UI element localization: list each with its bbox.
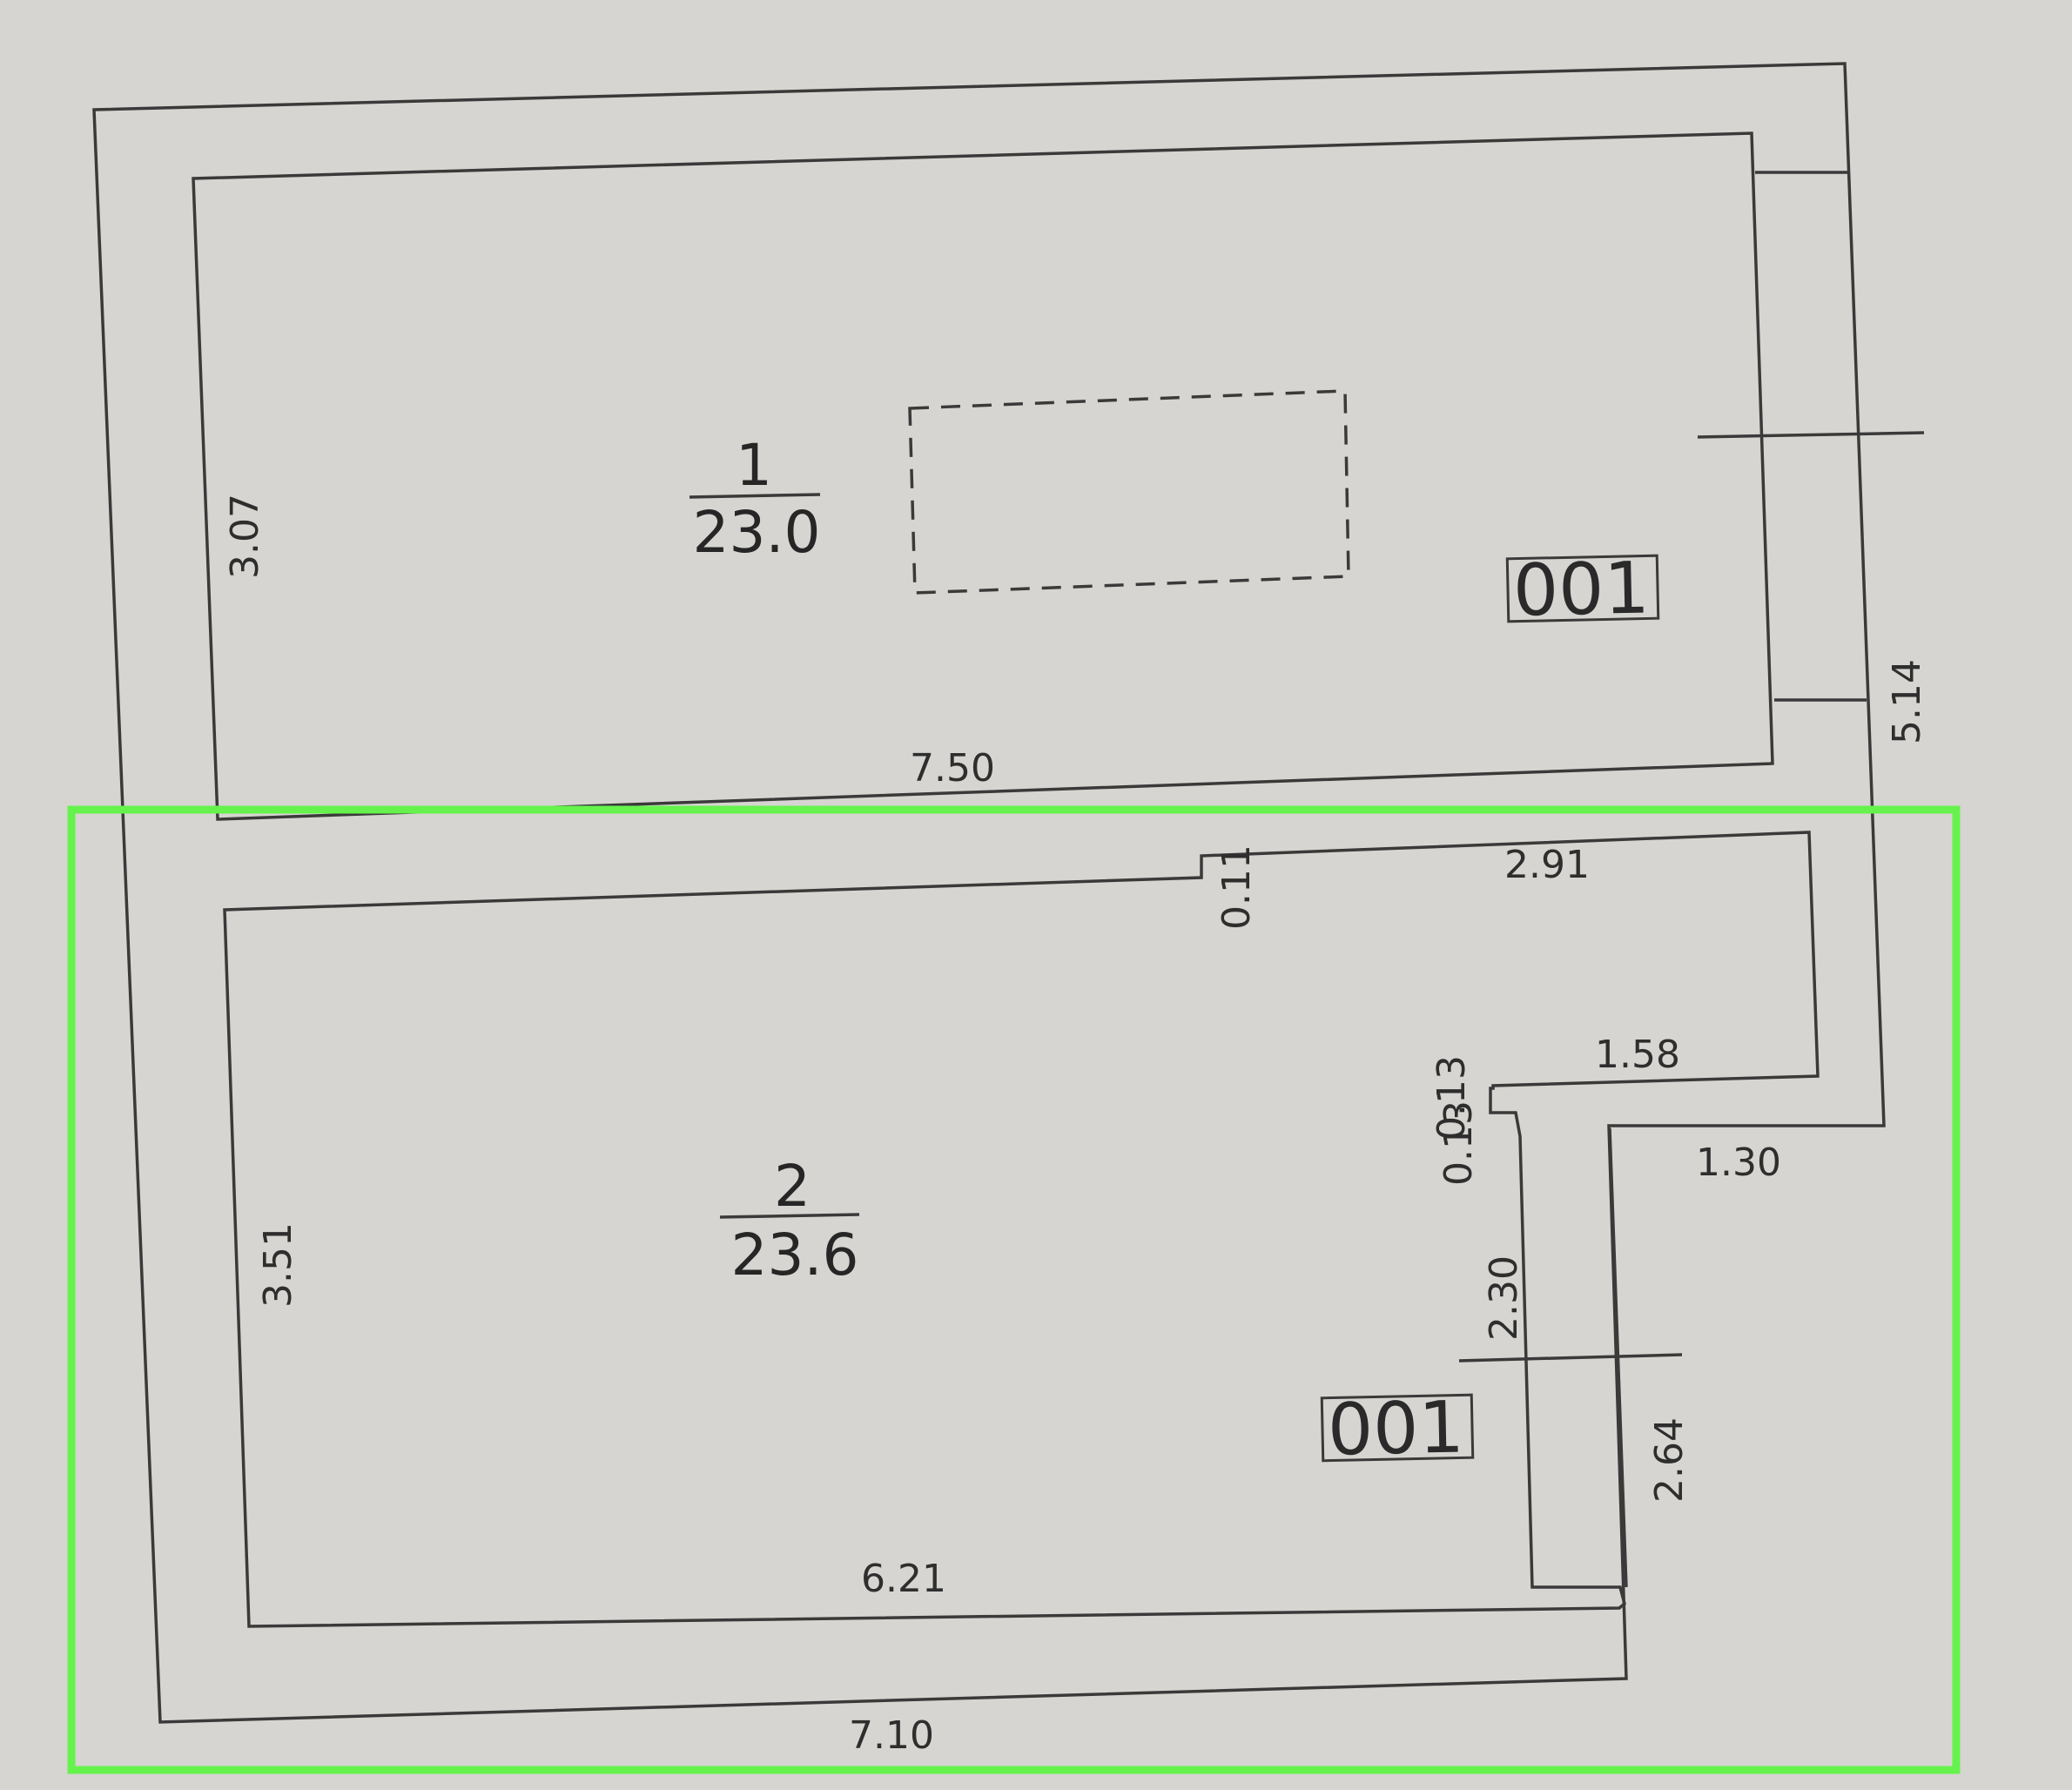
svg-text:001: 001 (1512, 547, 1650, 632)
room-1-number: 1 (736, 432, 772, 499)
right-wall-section-line (1697, 431, 1925, 439)
dim-room1-bottom: 7.50 (910, 746, 995, 791)
outer-wall-outline (92, 62, 1886, 1724)
highlight-frame (67, 805, 1961, 1774)
room-2-outline (223, 831, 1820, 1628)
room-1-outline (192, 131, 1774, 821)
dim-corridor-right: 2.64 (1647, 1417, 1692, 1503)
dim-room2-left: 3.51 (256, 1222, 300, 1308)
room-1-tag: 001 (1505, 547, 1660, 633)
dim-room2-top-right: 2.91 (1504, 843, 1590, 887)
dim-outer-bottom: 7.10 (849, 1713, 934, 1758)
dim-corridor-top: 1.30 (1696, 1141, 1781, 1185)
svg-text:001: 001 (1327, 1386, 1464, 1471)
dim-room1-left: 3.07 (223, 494, 267, 579)
dim-notch-side-upper: 0.13 (1430, 1055, 1474, 1141)
room-2-number: 2 (774, 1153, 811, 1220)
room-2-label-divider (719, 1213, 860, 1219)
dim-room2-bottom: 6.21 (861, 1557, 946, 1601)
dim-outer-right: 5.14 (1885, 659, 1929, 744)
dim-notch-top: 1.58 (1595, 1033, 1680, 1077)
dashed-rectangle (908, 389, 1350, 595)
dim-room2-right: 2.30 (1482, 1255, 1526, 1341)
room-1-area: 23.0 (693, 499, 821, 566)
room-2-area: 23.6 (731, 1221, 859, 1289)
room-2-tag: 001 (1320, 1386, 1475, 1472)
dim-notch-side-lower: 0.13 (1436, 1100, 1481, 1186)
dim-step-top: 0.11 (1214, 845, 1259, 930)
room-1-label-divider (689, 493, 821, 499)
corridor-section-line (1458, 1353, 1683, 1363)
